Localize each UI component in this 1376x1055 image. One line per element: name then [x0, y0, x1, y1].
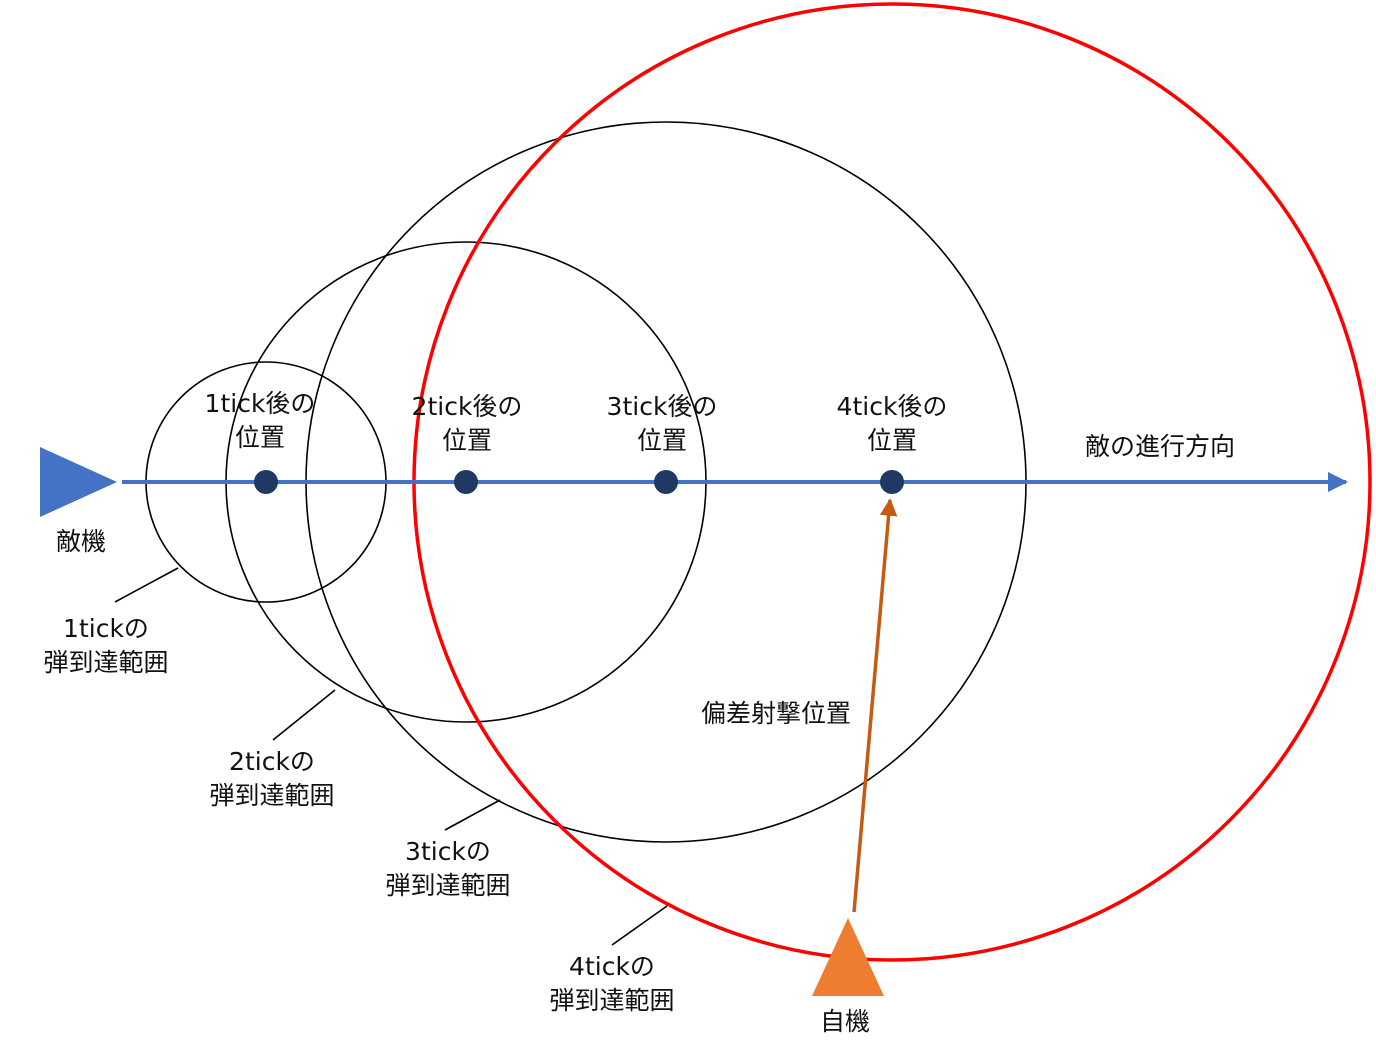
position-label-2tick-line2: 位置 [441, 426, 493, 455]
enemy-triangle-icon [40, 447, 117, 517]
position-label-3tick: 3tick後の 位置 [607, 390, 718, 458]
range-label-2tick-line1: 2tickの [229, 747, 315, 776]
lead-shot-arrow [852, 498, 898, 913]
direction-label: 敵の進行方向 [1084, 432, 1236, 461]
position-label-1tick: 1tick後の 位置 [205, 387, 316, 455]
range-label-1tick: 1tickの 弾到達範囲 [43, 612, 168, 680]
range-label-4tick-line1: 4tickの [569, 952, 655, 981]
position-label-3tick-line1: 3tick後の [606, 392, 718, 421]
range-label-3tick: 3tickの 弾到達範囲 [385, 835, 510, 903]
range-label-4tick-line2: 弾到達範囲 [549, 986, 675, 1015]
position-label-4tick-line1: 4tick後の [836, 392, 948, 421]
position-dot-3tick [654, 470, 678, 494]
position-label-3tick-line2: 位置 [636, 426, 688, 455]
position-label-4tick: 4tick後の 位置 [837, 390, 948, 458]
position-label-4tick-line2: 位置 [866, 426, 918, 455]
leader-line-4tick [611, 905, 668, 946]
range-label-4tick: 4tickの 弾到達範囲 [549, 950, 674, 1018]
own-ship-triangle-icon [812, 918, 884, 996]
range-label-1tick-line1: 1tickの [63, 614, 149, 643]
position-label-1tick-line2: 位置 [234, 423, 286, 452]
leader-line-2tick [272, 689, 336, 741]
enemy-label: 敵機 [55, 527, 107, 556]
position-label-2tick-line1: 2tick後の [411, 392, 523, 421]
position-dot-2tick [454, 470, 478, 494]
position-label-1tick-line1: 1tick後の [204, 389, 316, 418]
position-label-2tick: 2tick後の 位置 [412, 390, 523, 458]
leader-line-3tick [444, 799, 501, 831]
lead-shot-label: 偏差射撃位置 [700, 699, 852, 728]
range-label-1tick-line2: 弾到達範囲 [43, 648, 169, 677]
position-dot-4tick [880, 470, 904, 494]
leader-line-1tick [114, 567, 179, 603]
range-label-2tick: 2tickの 弾到達範囲 [209, 745, 334, 813]
range-label-2tick-line2: 弾到達範囲 [209, 781, 335, 810]
own-ship-label: 自機 [819, 1007, 871, 1036]
range-label-3tick-line1: 3tickの [405, 837, 491, 866]
range-label-3tick-line2: 弾到達範囲 [385, 871, 511, 900]
position-dot-1tick [254, 470, 278, 494]
